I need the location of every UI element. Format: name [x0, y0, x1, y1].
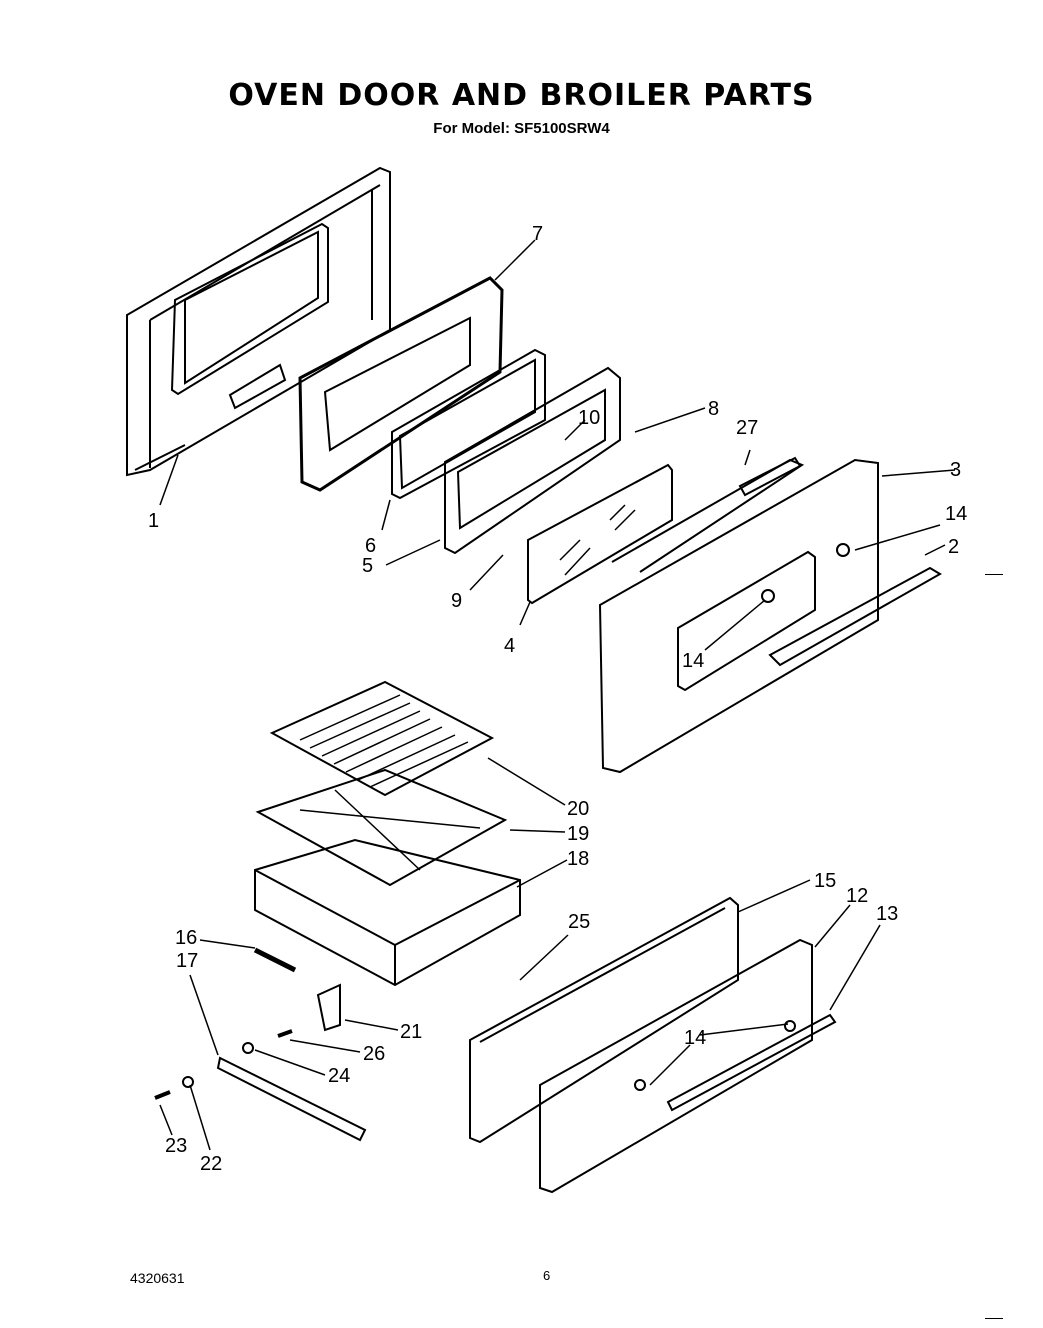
- part-12-broiler-door: [539, 938, 813, 1194]
- callout-labels: 1 2 3 4 5 6 7 8 9 10 12 13 14 14 14 14 1…: [148, 223, 967, 1175]
- callout-14-right: 14: [945, 503, 967, 525]
- callout-1: 1: [148, 510, 159, 532]
- callout-17: 17: [176, 950, 198, 972]
- callout-14-drawer: 14: [684, 1027, 706, 1049]
- callout-15: 15: [814, 870, 836, 892]
- model-subtitle: For Model: SF5100SRW4: [433, 120, 610, 137]
- part-4-door-glass: [527, 463, 673, 605]
- callout-3: 3: [950, 459, 961, 481]
- callout-9: 9: [451, 590, 462, 612]
- callout-8: 8: [708, 398, 719, 420]
- part-5-window-frame: [444, 366, 621, 555]
- part-2-door-handle: [768, 566, 942, 667]
- callout-22: 22: [200, 1153, 222, 1175]
- callout-6: 6: [365, 535, 376, 557]
- leader-lines: [159, 239, 956, 1151]
- part-16-spring: [253, 947, 297, 973]
- callout-25: 25: [568, 911, 590, 933]
- callout-10: 10: [578, 407, 600, 429]
- part-15-drawer-liner: [469, 896, 739, 1144]
- document-number: 4320631: [130, 1270, 185, 1286]
- part-1-inner-door-liner: [126, 166, 391, 477]
- part-19-broiler-pan: [255, 768, 508, 887]
- margin-tick-bottom: [985, 1318, 1003, 1319]
- hardware-screws: [154, 543, 850, 1100]
- part-20-broiler-grid: [269, 680, 495, 797]
- page-title: OVEN DOOR AND BROILER PARTS: [228, 78, 815, 113]
- callout-12: 12: [846, 885, 868, 907]
- callout-14-window: 14: [682, 650, 704, 672]
- part-13-broiler-handle: [666, 1013, 837, 1112]
- callout-19: 19: [567, 823, 589, 845]
- callout-18: 18: [567, 848, 589, 870]
- part-7-door-insulation: [298, 276, 504, 492]
- part-18-broiler-drawer: [254, 838, 521, 987]
- callout-24: 24: [328, 1065, 350, 1087]
- callout-7: 7: [532, 223, 543, 245]
- callout-16: 16: [175, 927, 197, 949]
- part-27-trim-strip: [738, 456, 802, 497]
- margin-tick: [985, 574, 1003, 575]
- part-6-window-pack: [391, 348, 546, 500]
- part-3-outer-door-panel: [598, 458, 879, 774]
- page-number: 6: [543, 1268, 551, 1283]
- part-21-bracket: [316, 983, 341, 1032]
- callout-20: 20: [567, 798, 589, 820]
- callout-2: 2: [948, 536, 959, 558]
- callout-27: 27: [736, 417, 758, 439]
- callout-4: 4: [504, 635, 515, 657]
- part-24-rail: [216, 1056, 367, 1142]
- callout-5: 5: [362, 555, 373, 577]
- callout-13: 13: [876, 903, 898, 925]
- callout-23: 23: [165, 1135, 187, 1157]
- callout-26: 26: [363, 1043, 385, 1065]
- callout-21: 21: [400, 1021, 422, 1043]
